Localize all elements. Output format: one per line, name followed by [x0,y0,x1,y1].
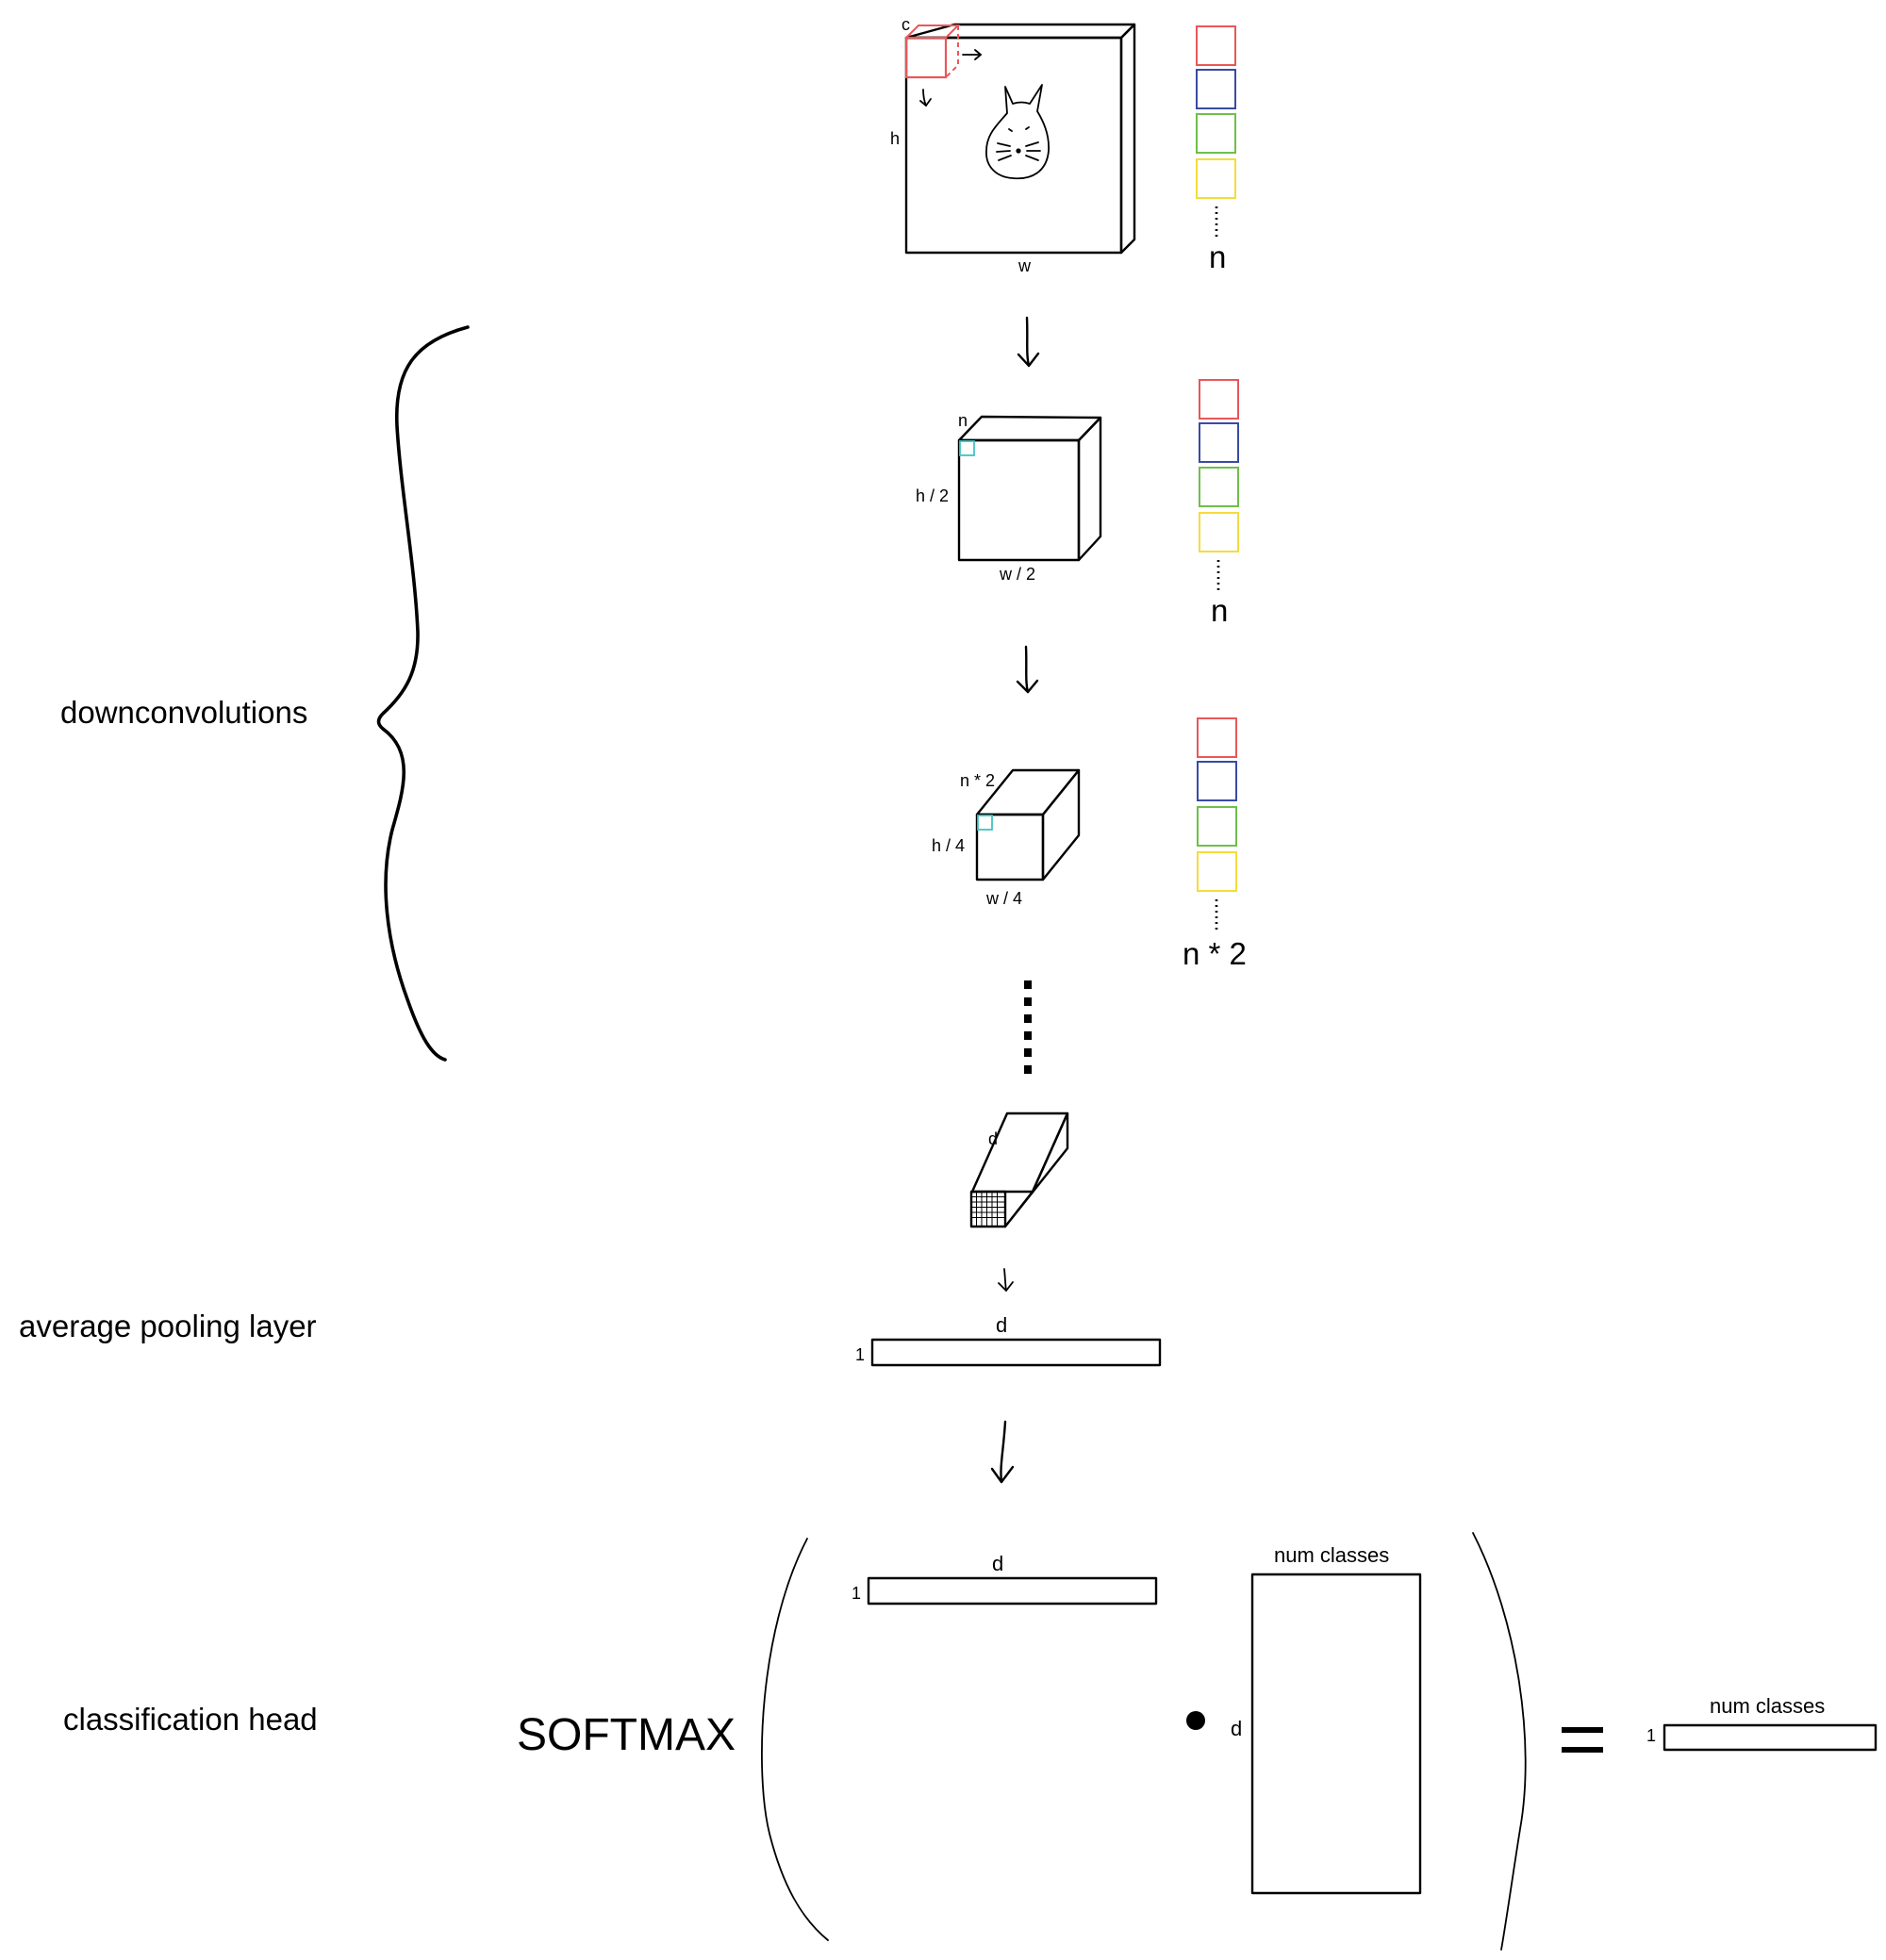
right-parenthesis [1472,1532,1527,1951]
equals-sign [1562,1727,1603,1753]
layers-continuation-dots [1024,980,1032,1074]
pooled-one-label: 1 [855,1345,865,1364]
pooled-d-label: d [996,1313,1007,1337]
cat-sketch [985,84,1050,180]
classification-head-label: classification head [63,1702,318,1737]
output-vector-top-label: num classes [1710,1694,1825,1718]
weight-matrix-side-label: d [1231,1717,1242,1740]
feature-vector-d-label: d [992,1552,1003,1575]
input-w-label: w [1017,256,1032,275]
layer1-n-label: n [958,411,968,430]
layer2-n-label: n * 2 [960,771,995,790]
weight-matrix: num classes d [1231,1543,1422,1895]
flow-arrow-4 [990,1420,1015,1484]
kernel-cube [904,25,961,79]
flow-arrow-1 [1017,316,1040,368]
softmax-label: SOFTMAX [517,1710,736,1760]
slide-right-arrow [962,49,982,60]
slide-down-arrow [919,89,932,107]
input-image-block: c h w [890,15,1136,275]
filter-stack-3: n * 2 [1183,717,1247,971]
layer2-h-label: h / 4 [932,836,965,855]
dot-product-operator [1186,1711,1205,1730]
flow-arrow-2 [1016,645,1039,694]
filter-stack-2-count: n [1211,593,1228,628]
layer1-block: n h / 2 w / 2 [916,411,1102,584]
feature-vector: d 1 [852,1552,1158,1606]
input-c-label: c [902,15,910,34]
layer1-w-label: w / 2 [999,565,1035,584]
output-vector: num classes 1 [1646,1694,1878,1752]
filter-stack-3-count: n * 2 [1183,936,1247,971]
final-block-d-label: d [988,1129,998,1148]
layer2-w-label: w / 4 [985,889,1022,908]
left-parenthesis [761,1538,829,1941]
layer2-block: n * 2 h / 4 w / 4 [932,768,1081,908]
downconvolutions-brace [376,325,470,1062]
filter-stack-2: n [1199,379,1239,628]
flow-arrow-3 [998,1268,1014,1292]
pooled-vector: d 1 [855,1313,1162,1367]
final-feature-block: d [969,1112,1069,1228]
feature-vector-one-label: 1 [852,1584,861,1603]
average-pooling-label: average pooling layer [19,1309,317,1343]
filter-stack-1: n [1196,25,1236,274]
weight-matrix-top-label: num classes [1274,1543,1389,1567]
filter-stack-1-count: n [1209,239,1226,274]
layer1-h-label: h / 2 [916,486,949,505]
output-vector-one-label: 1 [1646,1726,1656,1745]
downconvolutions-label: downconvolutions [60,695,307,730]
input-h-label: h [890,129,900,148]
